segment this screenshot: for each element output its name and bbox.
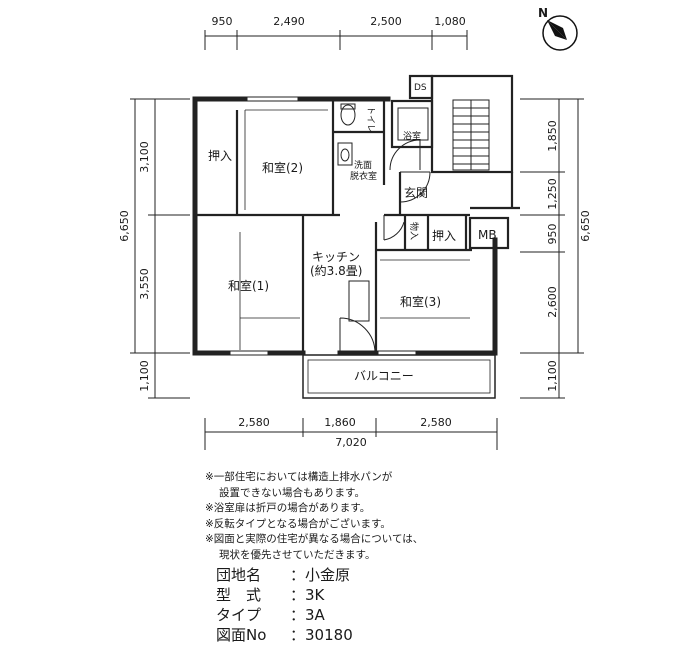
info-value: 30180 [305, 626, 353, 644]
dim-top-3: 2,500 [370, 15, 402, 28]
dim-right-4: 2,600 [546, 286, 559, 318]
info-label: タイプ [216, 606, 262, 624]
info-sep: ： [290, 606, 306, 624]
windows [228, 96, 418, 356]
info-value: 3K [305, 586, 325, 604]
compass-north-label: N [538, 6, 548, 20]
dim-left-1: 3,100 [138, 141, 151, 173]
dim-right-2: 1,250 [546, 178, 559, 210]
note-line: ※浴室扉は折戸の場合があります。 [205, 502, 371, 514]
dim-top-4: 1,080 [434, 15, 466, 28]
info-row: 団地名 ：小金原 [216, 565, 353, 585]
note-line: 現状を優先させていただきます。 [219, 548, 376, 561]
info-label: 図面No [216, 626, 267, 644]
info-value: 小金原 [305, 566, 351, 584]
info-sep: ： [290, 566, 306, 584]
balcony [302, 354, 496, 399]
dim-bottom-2: 1,860 [324, 416, 356, 429]
floor-plan: 950 2,490 2,500 1,080 2,580 1,860 2,580 … [118, 6, 592, 450]
room-washitsu-3: 和室(3) [400, 294, 441, 309]
dim-top-1: 950 [212, 15, 233, 28]
note-line: ※一部住宅においては構造上排水パンが [205, 471, 393, 483]
dimension-lines [130, 30, 584, 450]
room-kitchen-line2: (約3.8畳) [310, 263, 362, 278]
room-oshiire-left: 押入 [208, 149, 232, 163]
dim-right-5: 1,100 [546, 360, 559, 392]
room-oshiire-right: 押入 [432, 229, 456, 243]
note-line: 設置できない場合もあります。 [219, 486, 365, 499]
stairs [452, 99, 490, 171]
info-value: 3A [305, 606, 325, 624]
room-mb: MB [478, 228, 497, 242]
room-toilet: トイレ [365, 106, 375, 133]
info-label: 型 式 [216, 586, 262, 604]
dim-right-total: 6,650 [579, 210, 592, 242]
dim-left-2: 3,550 [138, 268, 151, 300]
room-senmen-line1: 洗面 [354, 159, 372, 171]
room-genkan: 玄関 [404, 185, 428, 200]
room-washitsu-1: 和室(1) [228, 278, 269, 293]
dim-right-1: 1,850 [546, 120, 559, 152]
info-row: 型 式 ：3K [216, 585, 353, 605]
info-row: 図面No ：30180 [216, 625, 353, 645]
room-monoire: 物入 [408, 222, 420, 240]
north-compass-icon [542, 15, 578, 51]
room-kitchen-line1: キッチン [312, 250, 360, 264]
notes: ※一部住宅においては構造上排水パンが 設置できない場合もあります。 ※浴室扉は折… [205, 470, 625, 563]
dim-bottom-1: 2,580 [238, 416, 270, 429]
note-line: ※図面と実際の住宅が異なる場合については、 [205, 533, 424, 545]
door-swings [339, 139, 431, 354]
room-balcony: バルコニー [354, 369, 414, 383]
dim-bottom-3: 2,580 [420, 416, 452, 429]
thin-walls [195, 74, 520, 353]
info-row: タイプ ：3A [216, 605, 353, 625]
room-bath: 浴室 [403, 130, 421, 142]
property-info: 団地名：小金原 型 式：3K タイプ：3A 図面No：30180 [216, 565, 353, 645]
dim-top-2: 2,490 [273, 15, 305, 28]
dim-left-total: 6,650 [118, 210, 131, 242]
dim-bottom-total: 7,020 [335, 436, 367, 449]
info-label: 団地名 [216, 566, 262, 584]
note-line: ※反転タイプとなる場合がございます。 [205, 517, 391, 530]
dim-right-3: 950 [546, 224, 559, 245]
room-washitsu-2: 和室(2) [262, 160, 303, 175]
walls [192, 96, 498, 356]
room-senmen-line2: 脱衣室 [350, 170, 377, 182]
dim-left-3: 1,100 [138, 360, 151, 392]
tatami-lines [239, 109, 470, 350]
info-sep: ： [290, 586, 306, 604]
info-sep: ： [290, 626, 306, 644]
fixtures [337, 103, 429, 322]
room-ds: DS [414, 83, 427, 93]
